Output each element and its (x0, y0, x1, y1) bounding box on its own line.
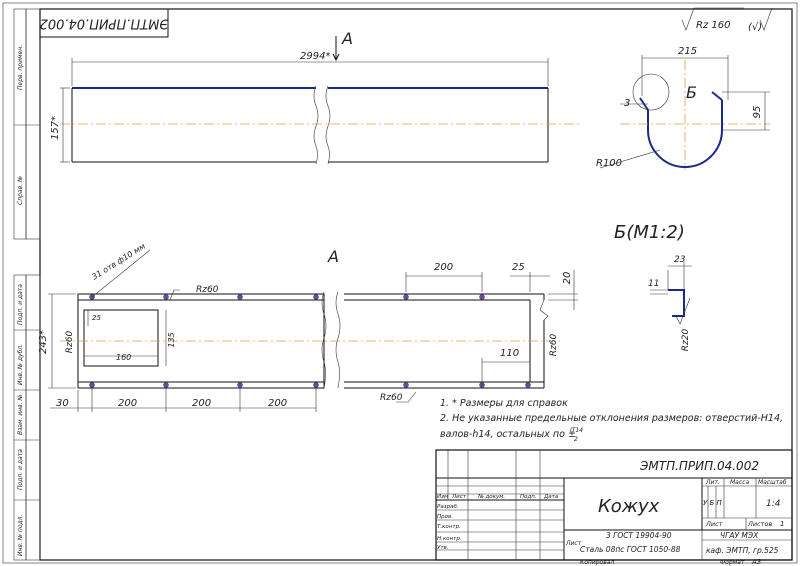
org-line-1: ЧГАУ МЭХ (720, 531, 759, 540)
scale-value: 1:4 (766, 499, 781, 509)
side-label-1: Перв. примен. (17, 45, 24, 90)
col-podp: Подп. (520, 494, 537, 500)
material-gost1: 3 ГОСТ 19904-90 (606, 531, 672, 540)
rz60-top: Rz60 (196, 285, 219, 295)
col-massa: Масса (730, 479, 749, 486)
side-label-6: Подп. и дата (17, 449, 24, 490)
view-a (48, 249, 578, 412)
top-stamp-box (39, 8, 169, 38)
material-gost2: Сталь 08пс ГОСТ 1050-88 (580, 545, 681, 554)
rz20: Rz20 (681, 329, 691, 352)
title-block (435, 449, 793, 561)
rz60-bottom: Rz60 (380, 393, 403, 403)
dim-bottom-200-2: 200 (192, 398, 211, 409)
listov-value: 1 (780, 520, 784, 528)
note-3-frac-bot: 2 (574, 436, 578, 443)
row-utv: Утв. (437, 545, 449, 551)
dim-135: 135 (167, 332, 176, 347)
title-block-name: Кожух (598, 496, 660, 517)
surface-general-bracket: (√) (748, 22, 762, 33)
org-line-2: каф. ЭМТП, гр.525 (706, 546, 779, 555)
dim-three: 3 (624, 98, 630, 109)
list-label: Лист (705, 520, 723, 528)
view-a-title: A (327, 247, 339, 266)
dim-110: 110 (500, 348, 519, 359)
col-izm: Изм (437, 494, 448, 500)
dim-25-inner: 25 (92, 314, 101, 322)
side-label-3: Подп. и дата (17, 284, 24, 325)
col-masshtab: Масштаб (758, 479, 787, 486)
left-margin-columns (13, 8, 41, 561)
kopiroval: Копировал (580, 559, 614, 566)
format-label: Формат (720, 559, 745, 566)
side-label-4: Инв. № дубл. (17, 344, 24, 385)
listov-label: Листов (747, 520, 772, 528)
col-lit: Лит. (705, 479, 720, 486)
dim-243: 243* (38, 330, 49, 354)
rz60-left: Rz60 (65, 331, 75, 354)
view-a-arrow-label: A (341, 29, 353, 48)
dim-20: 20 (562, 272, 573, 285)
dim-200-top: 200 (434, 262, 453, 273)
lit-value: У Б П (703, 499, 723, 507)
col-data: Дата (543, 494, 559, 500)
note-2: 2. Не указанные предельные отклонения ра… (440, 413, 783, 424)
rz60-right: Rz60 (549, 334, 559, 357)
top-stamp-code: ЭМТП.ПРИП.04.002 (40, 16, 170, 31)
note-3-frac-top: IT14 (570, 427, 583, 434)
dim-length-total: 2994* (300, 51, 330, 62)
dim-bottom-200-3: 200 (268, 398, 287, 409)
note-1: 1. * Размеры для справок (440, 398, 568, 409)
dim-depth-95: 95 (752, 106, 763, 119)
col-ndoc: № докум. (477, 494, 505, 500)
material-label: Лист (565, 540, 582, 547)
side-label-2: Справ. № (17, 176, 24, 205)
top-view (60, 36, 580, 165)
side-label-5: Взам. инв. № (17, 394, 24, 435)
surface-general: Rz 160 (696, 20, 730, 31)
profile-section (599, 7, 773, 170)
dim-bottom-200-1: 200 (118, 398, 137, 409)
dim-bottom-30: 30 (56, 398, 69, 409)
dim-b-23: 23 (674, 255, 686, 265)
side-label-7: Инв. № подл. (17, 515, 24, 556)
dim-160: 160 (116, 353, 131, 362)
dim-25-top: 25 (512, 262, 525, 273)
format-value: А3 (751, 558, 761, 566)
dim-width-215: 215 (678, 46, 697, 57)
col-list: Лист (451, 494, 467, 500)
section-b-title: Б(M1:2) (614, 222, 685, 243)
section-b-detail (650, 262, 692, 325)
dim-height-top: 157* (50, 116, 61, 140)
section-b-callout: Б (686, 83, 697, 102)
note-3: валов-h14, остальных по ± (440, 429, 576, 440)
row-prov: Пров. (437, 514, 453, 520)
dim-r100: R100 (596, 158, 622, 169)
row-razrab: Разраб. (437, 504, 459, 510)
title-block-code: ЭМТП.ПРИП.04.002 (639, 459, 759, 473)
row-nkontr: Н.контр. (437, 536, 462, 542)
row-tkontr: Т.контр. (437, 524, 461, 530)
dim-b-11: 11 (648, 279, 659, 289)
drawing-frame (39, 8, 793, 561)
